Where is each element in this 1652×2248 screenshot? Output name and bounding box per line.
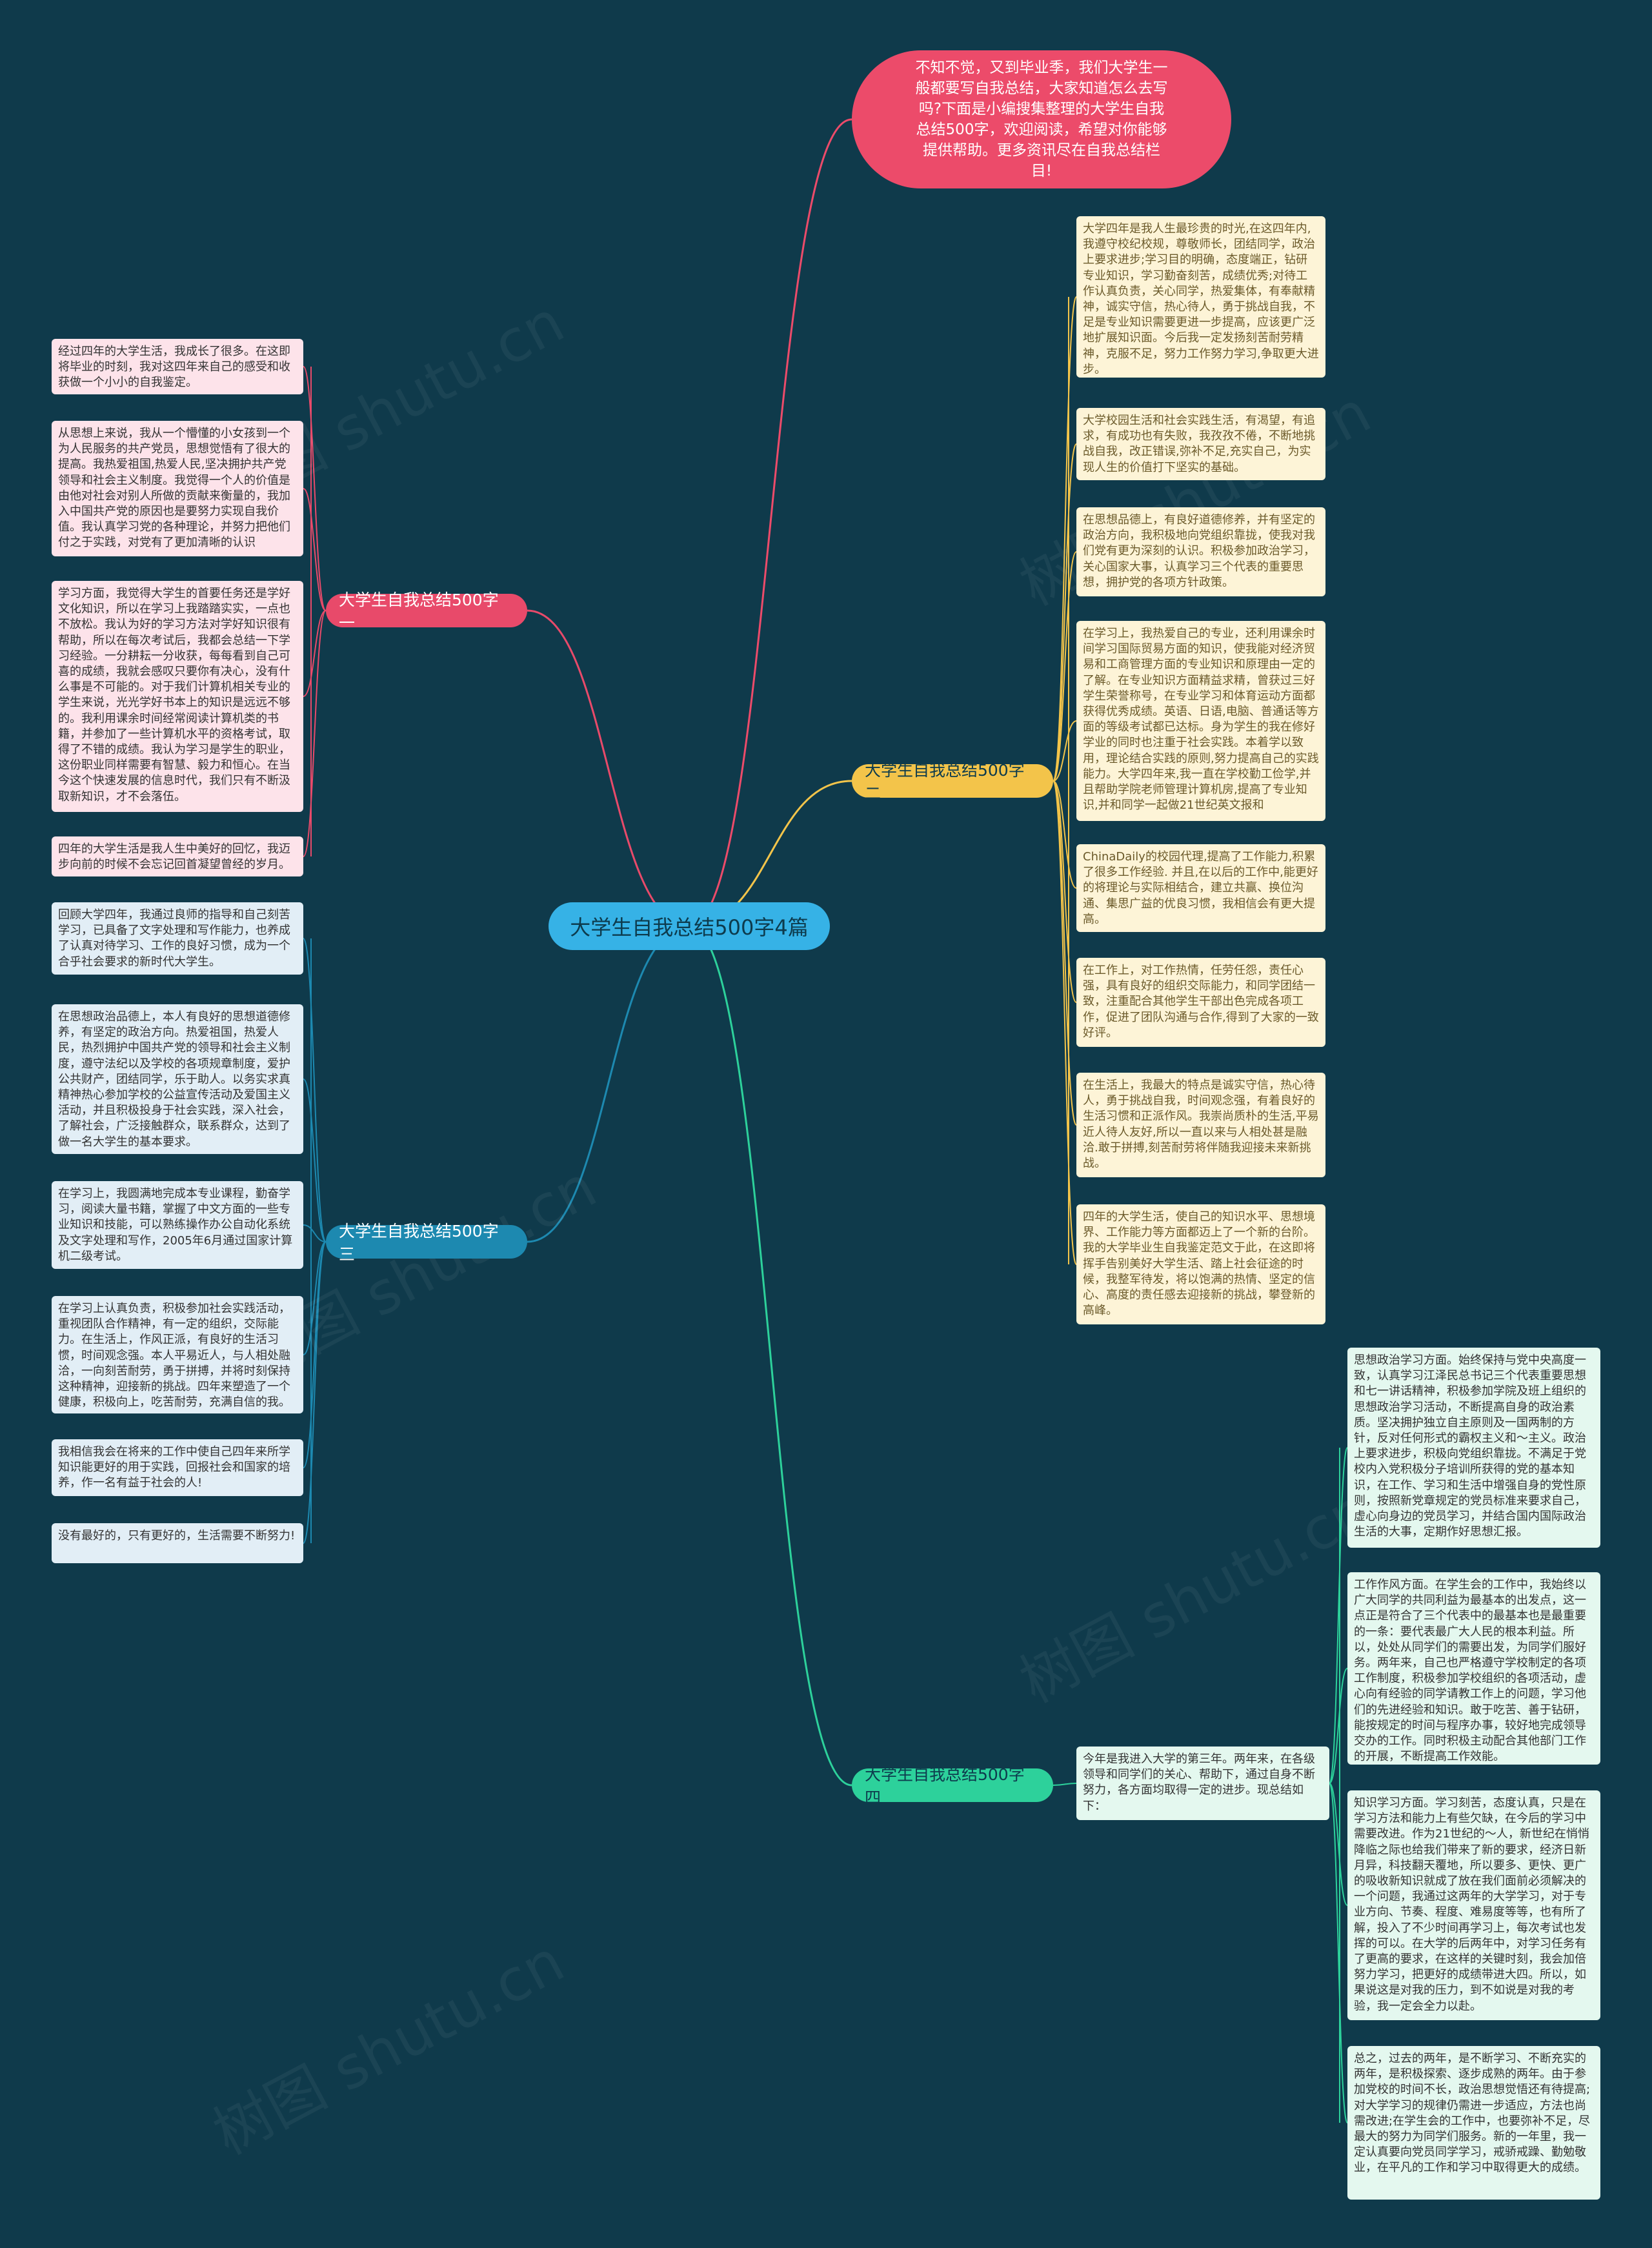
intro-text: 不知不觉，又到毕业季，我们大学生一般都要写自我总结，大家知道怎么去写吗?下面是小… xyxy=(915,59,1168,179)
b4-leaf-3[interactable]: 知识学习方面。学习刻苦，态度认真，只是在学习方法和能力上有些欠缺，在今后的学习中… xyxy=(1347,1790,1600,2020)
link-b3-leaf-5 xyxy=(303,1241,327,1468)
link-b3-leaf-2 xyxy=(303,1078,327,1242)
b3-leaf-4[interactable]: 在学习上认真负责，积极参加社会实践活动，重视团队合作精神，有一定的组织，交际能力… xyxy=(52,1296,303,1413)
b1-leaf-4[interactable]: 四年的大学生活是我人生中美好的回忆，我迈步向前的时候不会忘记回首凝望曾经的岁月。 xyxy=(52,836,303,876)
link-b3-leaf-6 xyxy=(303,1241,327,1544)
b2-leaf-4[interactable]: 在学习上，我热爱自己的专业，还利用课余时间学习国际贸易方面的知识，使我能对经济贸… xyxy=(1076,621,1325,821)
branch-4[interactable]: 大学生自我总结500字四 xyxy=(852,1765,1053,1807)
link-b3-leaf-3 xyxy=(303,1224,327,1242)
b4-leaf-2[interactable]: 工作作风方面。在学生会的工作中，我始终以广大同学的共同利益为最基本的出发点，这一… xyxy=(1347,1572,1600,1765)
link-root-intro xyxy=(689,118,852,927)
link-b4-leaf-2 xyxy=(1329,1668,1348,1784)
b2-leaf-8[interactable]: 四年的大学生活，使自己的知识水平、思想境界、工作能力等方面都迈上了一个新的台阶。… xyxy=(1076,1204,1325,1324)
root-topic[interactable]: 大学生自我总结500字4篇 xyxy=(549,902,830,950)
b2-leaf-7[interactable]: 在生活上，我最大的特点是诚实守信，热心待人，勇于挑战自我，时间观念强，有着良好的… xyxy=(1076,1073,1325,1177)
b3-leaf-2[interactable]: 在思想政治品德上，本人有良好的思想道德修养，有坚定的政治方向。热爱祖国，热爱人民… xyxy=(52,1004,303,1154)
b4-summary[interactable]: 今年是我进入大学的第三年。两年来，在各级领导和同学们的关心、帮助下，通过自身不断… xyxy=(1076,1747,1329,1820)
b2-leaf-5[interactable]: ChinaDaily的校园代理,提高了工作能力,积累了很多工作经验. 并且,在以… xyxy=(1076,844,1325,932)
b1-leaf-3[interactable]: 学习方面，我觉得大学生的首要任务还是学好文化知识，所以在学习上我踏踏实实，一点也… xyxy=(52,581,303,812)
b2-leaf-1[interactable]: 大学四年是我人生最珍贵的时光,在这四年内,我遵守校纪校规，尊敬师长，团结同学，政… xyxy=(1076,216,1325,378)
branch-2[interactable]: 大学生自我总结500字二 xyxy=(852,761,1053,803)
link-b2-leaf-7 xyxy=(1053,780,1077,1126)
link-b1-leaf-2 xyxy=(303,488,327,611)
b3-leaf-1[interactable]: 回顾大学四年，我通过良师的指导和自己刻苦学习，已具备了文字处理和写作能力，也养成… xyxy=(52,902,303,975)
branch-3[interactable]: 大学生自我总结500字三 xyxy=(326,1222,527,1264)
link-b1-leaf-3 xyxy=(303,610,327,697)
b3-leaf-5[interactable]: 我相信我会在将来的工作中使自己四年来所学知识能更好的用于实践，回报社会和国家的培… xyxy=(52,1439,303,1496)
link-b3-leaf-4 xyxy=(303,1241,327,1355)
link-b4-leaf-4 xyxy=(1329,1783,1348,2123)
link-b3-leaf-1 xyxy=(303,938,327,1242)
link-b2-leaf-3 xyxy=(1053,551,1077,782)
link-root-b3 xyxy=(527,925,690,1243)
link-root-b1 xyxy=(527,609,690,927)
b4-leaf-4[interactable]: 总之，过去的两年，是不断学习、不断充实的两年，是积极探索、逐步成熟的两年。由于参… xyxy=(1347,2046,1600,2200)
link-b2-leaf-8 xyxy=(1053,780,1077,1265)
branch-1[interactable]: 大学生自我总结500字一 xyxy=(326,591,527,633)
link-b1-leaf-4 xyxy=(303,610,327,857)
b3-leaf-6[interactable]: 没有最好的，只有更好的，生活需要不断努力! xyxy=(52,1523,303,1563)
link-b2-leaf-2 xyxy=(1053,443,1077,782)
link-b4-leaf-1 xyxy=(1329,1447,1348,1784)
link-b2-leaf-1 xyxy=(1053,296,1077,782)
link-b2-leaf-5 xyxy=(1053,780,1077,889)
b2-leaf-6[interactable]: 在工作上，对工作热情，任劳任怨，责任心强，具有良好的组织交际能力，和同学团结一致… xyxy=(1076,958,1325,1047)
b4-leaf-1[interactable]: 思想政治学习方面。始终保持与党中央高度一致，认真学习江泽民总书记三个代表重要思想… xyxy=(1347,1348,1600,1548)
b2-leaf-2[interactable]: 大学校园生活和社会实践生活，有渴望，有追求，有成功也有失败，我孜孜不倦，不断地挑… xyxy=(1076,408,1325,480)
b1-leaf-1[interactable]: 经过四年的大学生活，我成长了很多。在这即将毕业的时刻，我对这四年来自己的感受和收… xyxy=(52,339,303,394)
b2-leaf-3[interactable]: 在思想品德上，有良好道德修养，并有坚定的政治方向，我积极地向党组织靠拢，使我对我… xyxy=(1076,507,1325,596)
b3-leaf-3[interactable]: 在学习上，我圆满地完成本专业课程，勤奋学习，阅读大量书籍，掌握了中文方面的一些专… xyxy=(52,1181,303,1269)
intro-bubble[interactable]: 不知不觉，又到毕业季，我们大学生一般都要写自我总结，大家知道怎么去写吗?下面是小… xyxy=(852,50,1231,188)
link-b2-leaf-6 xyxy=(1053,780,1077,1003)
link-b2-leaf-4 xyxy=(1053,720,1077,782)
b1-leaf-2[interactable]: 从思想上来说，我从一个懵懂的小女孩到一个为人民服务的共产党员，思想觉悟有了很大的… xyxy=(52,421,303,556)
link-b1-leaf-1 xyxy=(303,366,327,611)
link-b4-summary xyxy=(1053,1783,1077,1786)
link-root-b4 xyxy=(689,925,852,1787)
link-b4-leaf-3 xyxy=(1329,1783,1348,1906)
